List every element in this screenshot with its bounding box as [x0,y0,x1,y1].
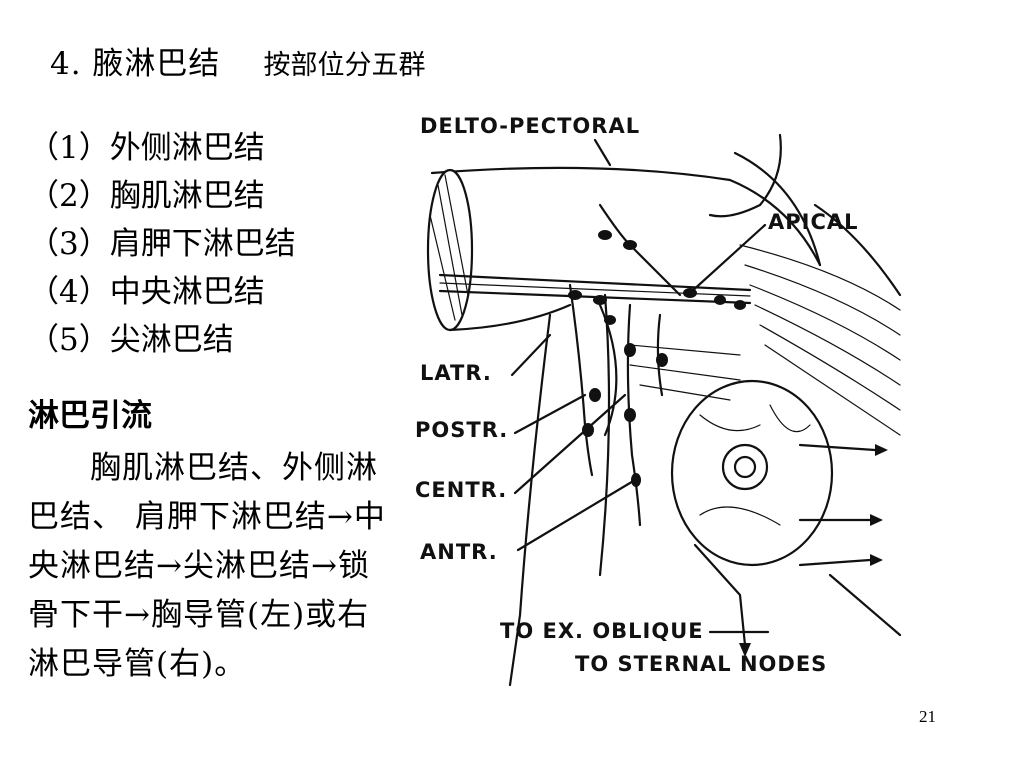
label-lateral: LATR. [420,361,492,385]
lymph-node-group-list: （1）外侧淋巴结 （2）胸肌淋巴结 （3）肩胛下淋巴结 （4）中央淋巴结 （5）… [28,124,408,364]
illustration-linework [426,133,902,687]
label-delto-pectoral: DELTO-PECTORAL [420,114,640,138]
label-central: CENTR. [415,478,507,502]
group-item-central: （4）中央淋巴结 [28,274,265,310]
page-number: 21 [919,707,936,726]
arrowheads [739,444,888,657]
slide-subtitle: 按部位分五群 [263,50,426,81]
label-to-ex-oblique: TO EX. OBLIQUE [500,619,704,643]
label-posterior: POSTR. [415,418,508,442]
group-item-lateral: （1）外侧淋巴结 [28,130,265,166]
drainage-heading: 淋巴引流 [28,398,152,434]
drainage-paragraph: 胸肌淋巴结、外侧淋巴结、 肩胛下淋巴结→中央淋巴结→尖淋巴结→锁骨下干→胸导管(… [28,450,386,682]
label-apical: APICAL [768,210,859,234]
group-item-apical: （5）尖淋巴结 [28,322,234,358]
group-item-subscapular: （3）肩胛下淋巴结 [28,226,296,262]
title-row: 4. 腋淋巴结 按部位分五群 [50,38,426,83]
group-item-pectoral: （2）胸肌淋巴结 [28,178,265,214]
slide-title: 4. 腋淋巴结 [50,46,221,82]
label-anterior: ANTR. [420,540,498,564]
label-to-sternal-nodes: TO STERNAL NODES [575,652,827,676]
axillary-lymph-node-illustration: DELTO-PECTORAL APICAL LATR. POSTR. CENTR… [415,114,902,687]
